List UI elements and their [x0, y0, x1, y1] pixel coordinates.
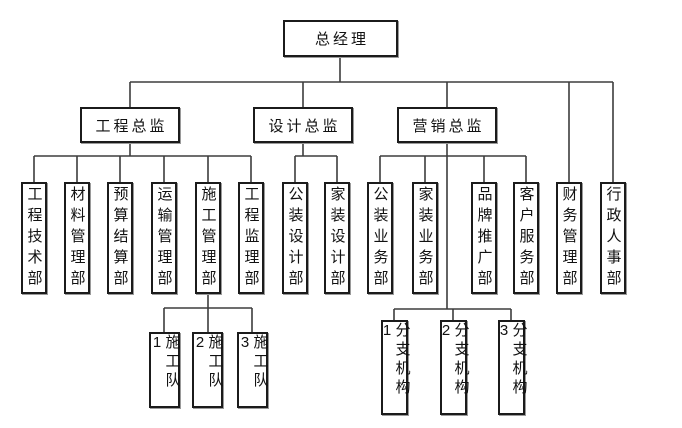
connector-marketing-director-to-depts — [379, 143, 527, 309]
connector-eng-director-to-depts — [33, 143, 252, 182]
node-label: 工程总监 — [95, 117, 168, 135]
node-label: 施工队1 — [148, 334, 181, 391]
node-label: 工程监理部 — [242, 185, 260, 291]
org-node-branch-office-3: 分支机构3 — [495, 320, 528, 415]
org-node-brand-promotion-dept: 品牌推广部 — [471, 182, 497, 294]
connector-design-director-to-depts — [294, 143, 338, 182]
org-node-materials-management-dept: 材料管理部 — [64, 182, 90, 294]
org-node-branch-office-1: 分支机构1 — [378, 320, 411, 415]
node-label: 预算结算部 — [111, 185, 129, 291]
node-label: 行政人事部 — [604, 185, 622, 291]
org-node-commercial-design-dept: 公装设计部 — [282, 182, 308, 294]
node-label: 公装设计部 — [286, 185, 304, 291]
node-label: 财务管理部 — [560, 185, 578, 291]
org-node-branch-office-2: 分支机构2 — [437, 320, 470, 415]
node-label: 运输管理部 — [155, 185, 173, 291]
org-node-admin-hr-dept: 行政人事部 — [600, 182, 626, 294]
org-node-finance-management-dept: 财务管理部 — [556, 182, 582, 294]
connector-marketing-to-branches — [393, 308, 512, 320]
node-label: 家装业务部 — [416, 185, 434, 291]
node-label: 工程技术部 — [25, 185, 43, 291]
org-node-construction-team-3: 施工队3 — [236, 332, 269, 408]
org-node-commercial-business-dept: 公装业务部 — [367, 182, 393, 294]
org-node-general-manager: 总经理 — [283, 20, 398, 57]
org-node-budget-settlement-dept: 预算结算部 — [107, 182, 133, 294]
node-label: 施工队3 — [236, 334, 269, 391]
node-label: 分支机构3 — [495, 322, 528, 398]
node-label: 材料管理部 — [68, 185, 86, 291]
node-label: 品牌推广部 — [475, 185, 493, 291]
node-label: 施工队2 — [191, 334, 224, 391]
org-node-home-business-dept: 家装业务部 — [412, 182, 438, 294]
node-label: 分支机构1 — [378, 322, 411, 398]
node-label: 总经理 — [314, 31, 369, 48]
org-node-construction-management-dept: 施工管理部 — [195, 182, 221, 294]
org-node-engineering-technology-dept: 工程技术部 — [21, 182, 47, 294]
org-node-engineering-director: 工程总监 — [80, 107, 180, 143]
org-node-customer-service-dept: 客户服务部 — [513, 182, 539, 294]
node-label: 设计总监 — [268, 117, 341, 135]
node-label: 家装设计部 — [328, 185, 346, 291]
org-node-design-director: 设计总监 — [253, 107, 353, 143]
node-label: 分支机构2 — [437, 322, 470, 398]
connector-gm-to-level2 — [129, 57, 614, 182]
org-node-home-design-dept: 家装设计部 — [324, 182, 350, 294]
org-node-marketing-director: 营销总监 — [397, 107, 497, 143]
org-node-transportation-management-dept: 运输管理部 — [151, 182, 177, 294]
node-label: 客户服务部 — [517, 185, 535, 291]
node-label: 施工管理部 — [199, 185, 217, 291]
org-node-construction-team-1: 施工队1 — [148, 332, 181, 408]
org-node-engineering-supervision-dept: 工程监理部 — [238, 182, 264, 294]
connector-construction-mgmt-to-teams — [163, 294, 253, 332]
node-label: 营销总监 — [412, 117, 485, 135]
node-label: 公装业务部 — [371, 185, 389, 291]
org-node-construction-team-2: 施工队2 — [191, 332, 224, 408]
